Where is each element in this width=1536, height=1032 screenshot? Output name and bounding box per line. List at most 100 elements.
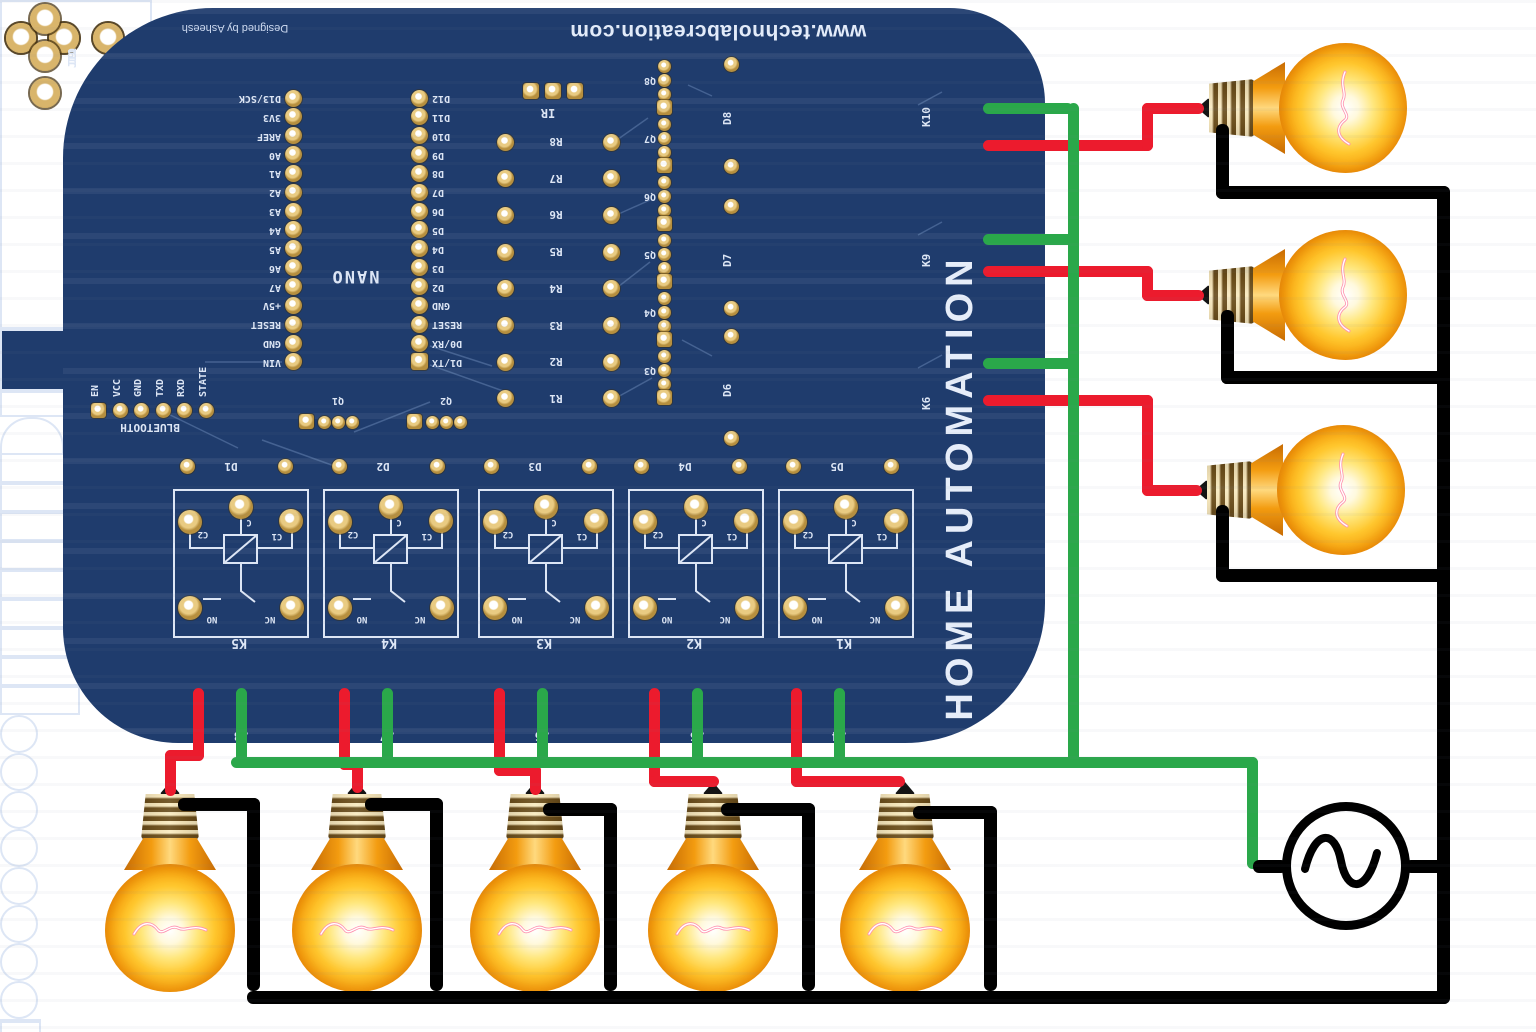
solder-pad xyxy=(657,291,671,305)
bluetooth-pin-label: VCC xyxy=(112,378,123,397)
red-wire xyxy=(649,688,660,787)
relay-name: K10 xyxy=(920,107,933,127)
solder-pad xyxy=(284,259,302,277)
black-wire xyxy=(1216,569,1450,582)
solder-pad xyxy=(496,280,514,298)
pcb-board xyxy=(63,8,1045,743)
ir-pad xyxy=(567,83,583,99)
bulb-filament xyxy=(497,922,573,936)
solder-pad xyxy=(657,233,671,247)
relay-name: K5 xyxy=(231,635,247,650)
bluetooth-label: BLUETOOTH xyxy=(120,421,180,434)
solder-pad xyxy=(785,458,801,474)
relay-pad xyxy=(483,596,507,620)
resistor-label: R2 xyxy=(549,355,563,369)
black-wire xyxy=(1221,371,1450,384)
transistor-label: Q2 xyxy=(439,395,453,406)
relay-name: K4 xyxy=(381,635,397,650)
terminal-pad xyxy=(30,41,60,71)
solder-pad xyxy=(723,430,739,446)
solder-pad xyxy=(657,247,671,261)
red-wire xyxy=(193,688,204,761)
black-wire xyxy=(430,798,443,991)
solder-pad xyxy=(90,402,106,418)
relay-pad xyxy=(534,495,558,519)
relay-pad xyxy=(430,596,454,620)
light-bulb xyxy=(292,782,422,992)
relay-name: K2 xyxy=(686,635,702,650)
resistor-label: R7 xyxy=(549,171,563,185)
red-wire xyxy=(1142,395,1153,496)
light-bulb xyxy=(1197,230,1407,360)
relay-symbol xyxy=(644,517,748,603)
black-wire xyxy=(365,798,443,811)
nano-pin-label: 3V3 xyxy=(262,111,281,123)
solder-pad xyxy=(731,458,747,474)
solder-pad xyxy=(410,315,428,333)
bulb-screw-cap xyxy=(1207,461,1253,519)
black-wire xyxy=(543,803,617,816)
green-wire xyxy=(692,688,703,763)
relay-pad-label: NC xyxy=(719,614,731,624)
diode-label: D6 xyxy=(721,383,734,397)
relay-pad xyxy=(178,596,202,620)
diode-label: D5 xyxy=(830,460,844,473)
light-bulb xyxy=(470,782,600,992)
solder-pad xyxy=(602,133,620,151)
red-wire xyxy=(791,688,802,787)
bluetooth-pin-label: GND xyxy=(133,378,144,397)
solder-pad xyxy=(496,390,514,408)
solder-pad xyxy=(581,458,597,474)
transistor-label: Q4 xyxy=(643,307,657,318)
bulb-glass xyxy=(105,864,235,992)
black-wire xyxy=(913,806,997,819)
bluetooth-pin-label: RXD xyxy=(176,378,187,397)
relay-pad xyxy=(328,510,352,534)
solder-pad xyxy=(284,127,302,145)
diode-outline xyxy=(0,1019,41,1032)
transistor-label: Q1 xyxy=(331,395,345,406)
nano-pin-label: A7 xyxy=(268,281,281,293)
terminal-pad xyxy=(30,78,60,108)
green-wire xyxy=(834,688,845,763)
solder-pad xyxy=(425,415,439,429)
ir-label: IR xyxy=(540,106,556,120)
solder-pad xyxy=(602,390,620,408)
black-wire xyxy=(1405,860,1450,873)
bulb-screw-cap xyxy=(506,794,564,840)
relay-pad-label: C2 xyxy=(802,529,814,539)
solder-pad xyxy=(317,415,331,429)
nano-pin-label: A2 xyxy=(268,187,281,199)
green-wire xyxy=(983,358,1073,369)
solder-pad xyxy=(657,349,671,363)
nano-pin-label: AREF xyxy=(256,130,281,142)
red-wire xyxy=(1142,485,1202,496)
solder-pad xyxy=(410,146,428,164)
solder-pad xyxy=(723,300,739,316)
nano-pin-label: A1 xyxy=(268,168,281,180)
relay-pad xyxy=(379,495,403,519)
bulb-filament xyxy=(1337,257,1351,333)
solder-pad xyxy=(410,108,428,126)
relay-pad xyxy=(429,509,453,533)
relay-pad xyxy=(633,596,657,620)
nano-pin-label: A0 xyxy=(268,149,281,161)
solder-pad xyxy=(657,189,671,203)
nano-pin-label: A4 xyxy=(268,224,281,236)
black-wire xyxy=(247,798,260,991)
solder-pad xyxy=(429,458,445,474)
solder-pad xyxy=(410,202,428,220)
solder-pad xyxy=(633,458,649,474)
relay-pad xyxy=(885,596,909,620)
relay-symbol xyxy=(794,517,898,603)
nano-pin-label: D0/RX xyxy=(432,338,463,350)
black-wire xyxy=(178,798,260,811)
green-wire xyxy=(983,103,1073,114)
transistor-outline xyxy=(0,829,38,867)
relay-pad-label: NO xyxy=(661,614,673,624)
light-bulb xyxy=(648,782,778,992)
resistor-label: R6 xyxy=(549,208,563,222)
transistor-outline xyxy=(0,867,38,905)
solder-pad xyxy=(284,89,302,107)
red-wire xyxy=(1142,103,1204,114)
